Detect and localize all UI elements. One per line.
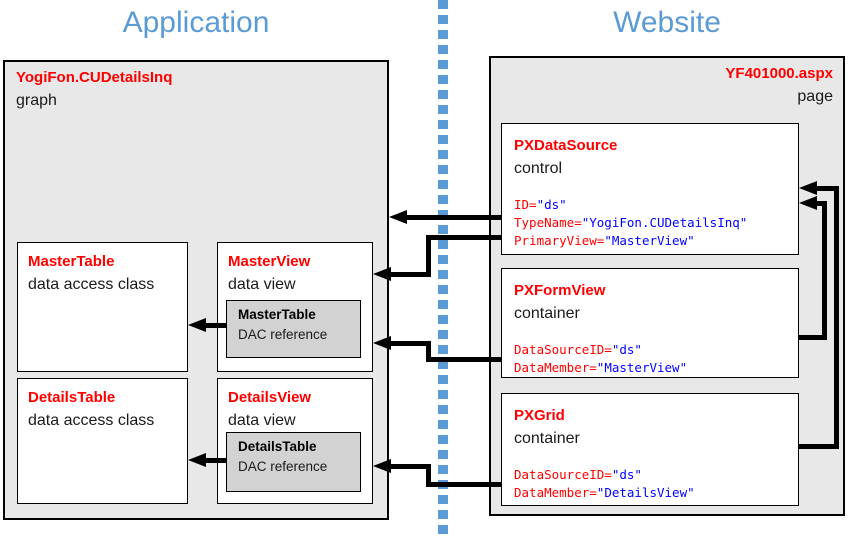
- master-table-box: MasterTable data access class: [17, 242, 188, 372]
- pxformview-subtitle: container: [514, 305, 580, 322]
- pxgrid-title: PXGrid: [514, 407, 565, 424]
- master-view-subtitle: data view: [228, 276, 296, 293]
- master-view-dac-title: MasterTable: [238, 307, 316, 322]
- page-box-title: YF401000.aspx: [725, 65, 833, 82]
- arrowhead-left-icon: [799, 181, 817, 195]
- graph-box-subtitle: graph: [16, 92, 57, 109]
- pxdatasource-box: PXDataSource control ID="ds" TypeName="Y…: [501, 123, 799, 255]
- application-heading: Application: [122, 6, 270, 39]
- details-view-subtitle: data view: [228, 412, 296, 429]
- master-view-dac-box: MasterTable DAC reference: [226, 300, 361, 358]
- pxgrid-box: PXGrid container DataSourceID="ds" DataM…: [501, 393, 799, 506]
- graph-box-title: YogiFon.CUDetailsInq: [16, 69, 173, 86]
- code-line-datasourceid: DataSourceID="ds": [514, 466, 786, 484]
- attr-name: TypeName=: [514, 215, 582, 230]
- master-view-title: MasterView: [228, 253, 311, 270]
- arrowhead-left-icon: [373, 336, 391, 350]
- attr-value: "ds": [611, 342, 642, 357]
- code-line-typename: TypeName="YogiFon.CUDetailsInq": [514, 214, 786, 232]
- arrowhead-left-icon: [389, 210, 407, 224]
- details-table-title: DetailsTable: [28, 389, 116, 406]
- code-line-primaryview: PrimaryView="MasterView": [514, 232, 786, 250]
- attr-value: "MasterView": [604, 233, 695, 248]
- attr-value: "YogiFon.CUDetailsInq": [581, 215, 748, 230]
- attr-name: ID=: [514, 197, 537, 212]
- master-table-title: MasterTable: [28, 253, 115, 270]
- pxdatasource-title: PXDataSource: [514, 137, 618, 154]
- arrowhead-left-icon: [188, 453, 206, 467]
- details-view-dac-subtitle: DAC reference: [238, 459, 328, 474]
- attr-name: DataMember=: [514, 360, 597, 375]
- master-table-subtitle: data access class: [28, 276, 155, 293]
- master-view-dac-subtitle: DAC reference: [238, 327, 328, 342]
- code-line-datasourceid: DataSourceID="ds": [514, 341, 786, 359]
- divider-dotted-line: [438, 0, 448, 538]
- arrowhead-left-icon: [188, 318, 206, 332]
- attr-value: "MasterView": [596, 360, 688, 375]
- pxformview-box: PXFormView container DataSourceID="ds" D…: [501, 268, 799, 378]
- arrowhead-left-icon: [799, 196, 817, 210]
- pxgrid-subtitle: container: [514, 430, 580, 447]
- arrowhead-left-icon: [373, 267, 391, 281]
- attr-name: DataMember=: [514, 485, 597, 500]
- attr-name: DataSourceID=: [514, 342, 612, 357]
- attr-name: DataSourceID=: [514, 467, 612, 482]
- arrowhead-left-icon: [373, 459, 391, 473]
- pxdatasource-subtitle: control: [514, 160, 563, 177]
- code-line-id: ID="ds": [514, 196, 786, 214]
- attr-name: PrimaryView=: [514, 233, 605, 248]
- details-view-dac-title: DetailsTable: [238, 439, 317, 454]
- details-view-title: DetailsView: [228, 389, 312, 406]
- details-table-subtitle: data access class: [28, 412, 155, 429]
- page-box-subtitle: page: [797, 88, 833, 105]
- attr-value: "ds": [611, 467, 642, 482]
- code-line-datamember: DataMember="MasterView": [514, 359, 786, 377]
- attr-value: "ds": [536, 197, 567, 212]
- details-table-box: DetailsTable data access class: [17, 378, 188, 504]
- pxformview-title: PXFormView: [514, 282, 606, 299]
- attr-value: "DetailsView": [596, 485, 695, 500]
- code-line-datamember: DataMember="DetailsView": [514, 484, 786, 502]
- website-heading: Website: [613, 6, 721, 39]
- details-view-dac-box: DetailsTable DAC reference: [226, 432, 361, 492]
